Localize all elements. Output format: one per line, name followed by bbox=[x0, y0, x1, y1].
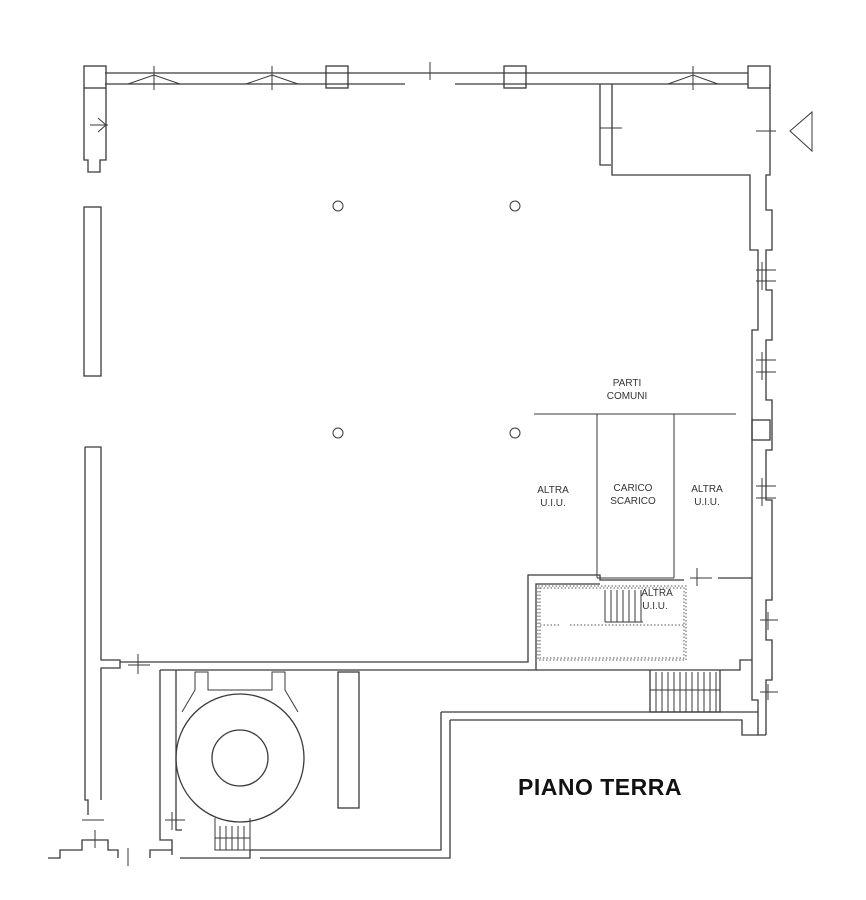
floor-title: PIANO TERRA bbox=[518, 774, 682, 800]
label-altra-stair-1: ALTRA bbox=[641, 588, 673, 599]
label-altra-left-1: ALTRA bbox=[537, 485, 569, 496]
label-comuni: COMUNI bbox=[607, 391, 648, 402]
common-area-lines bbox=[534, 413, 736, 579]
top-wall bbox=[83, 62, 771, 90]
label-carico: CARICO bbox=[614, 483, 653, 494]
columns bbox=[332, 200, 521, 439]
label-altra-stair-2: U.I.U. bbox=[642, 601, 668, 612]
lower-wing bbox=[48, 654, 758, 866]
left-wall bbox=[82, 88, 121, 821]
label-parti: PARTI bbox=[613, 378, 642, 389]
label-altra-right-2: U.I.U. bbox=[694, 497, 720, 508]
right-wall bbox=[599, 84, 813, 736]
label-altra-left-2: U.I.U. bbox=[540, 498, 566, 509]
label-altra-right-1: ALTRA bbox=[691, 484, 723, 495]
label-scarico: SCARICO bbox=[610, 496, 656, 507]
